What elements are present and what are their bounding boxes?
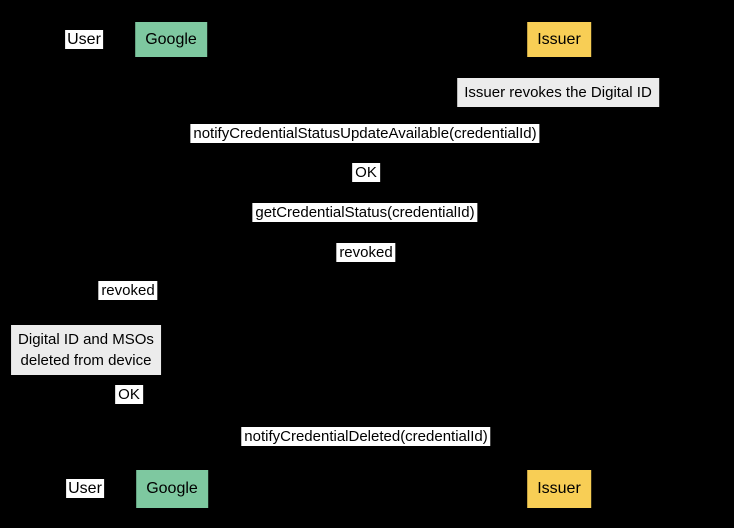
- message-notify-credential-deleted: notifyCredentialDeleted(credentialId): [241, 427, 491, 446]
- message-get-credential-status: getCredentialStatus(credentialId): [252, 203, 478, 222]
- message-ok-user-google: OK: [115, 385, 143, 404]
- message-ok-google-issuer: OK: [352, 163, 380, 182]
- participant-issuer-bottom: Issuer: [527, 470, 591, 508]
- participant-google-top: Google: [135, 22, 207, 57]
- note-issuer-revokes: Issuer revokes the Digital ID: [457, 78, 659, 107]
- note-device-deleted-line-2: deleted from device: [20, 352, 152, 369]
- note-device-deleted: Digital ID and MSOs deleted from device: [11, 325, 161, 375]
- message-revoked-google-user: revoked: [98, 281, 158, 300]
- participant-issuer-top: Issuer: [527, 22, 591, 57]
- message-notify-status-update: notifyCredentialStatusUpdateAvailable(cr…: [190, 124, 540, 143]
- participant-user-top: User: [65, 30, 103, 49]
- message-revoked-issuer-google: revoked: [336, 243, 396, 262]
- note-device-deleted-line-1: Digital ID and MSOs: [18, 331, 154, 348]
- participant-google-bottom: Google: [136, 470, 208, 508]
- participant-user-bottom: User: [66, 479, 104, 498]
